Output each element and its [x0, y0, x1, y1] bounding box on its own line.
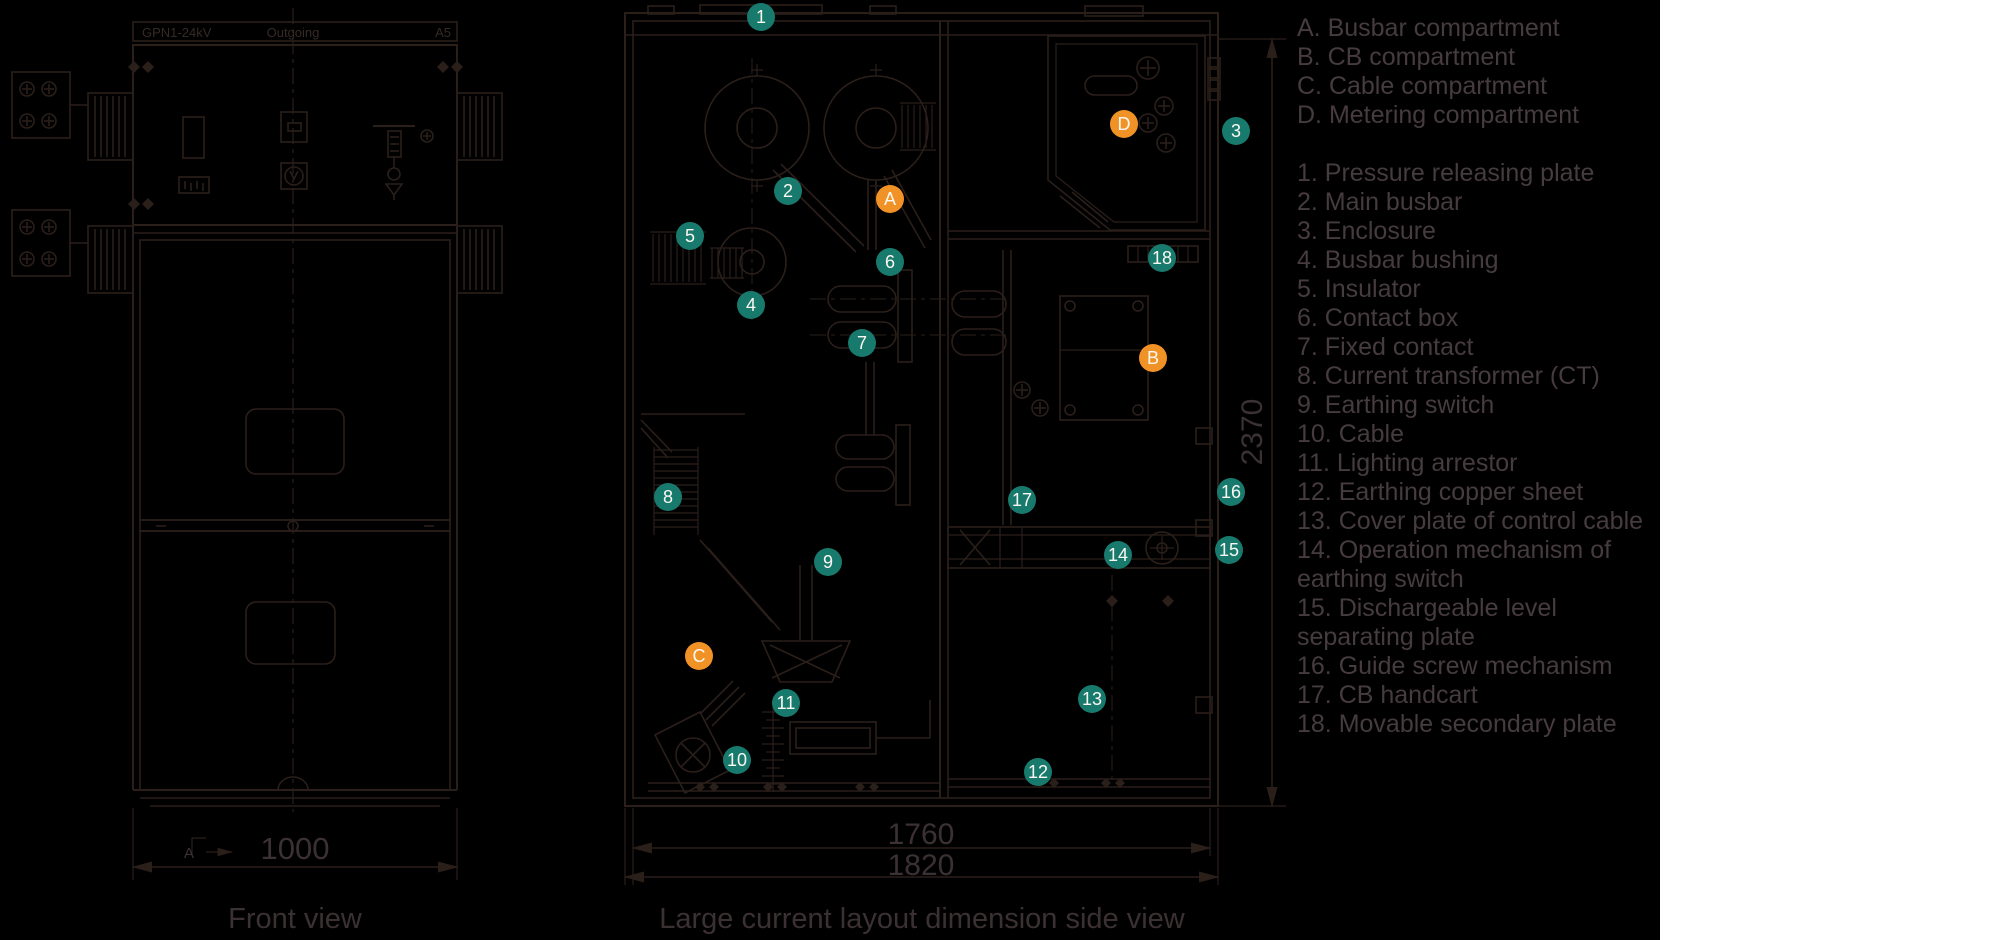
part-marker-11: 11 — [772, 689, 800, 717]
part-marker-16: 16 — [1217, 478, 1245, 506]
part-marker-10: 10 — [723, 746, 751, 774]
legend-compartment-item: D. Metering compartment — [1297, 101, 1580, 129]
part-marker-14: 14 — [1104, 541, 1132, 569]
part-marker-8: 8 — [654, 483, 682, 511]
part-marker-4: 4 — [737, 291, 765, 319]
legend-spacer — [1297, 130, 1665, 159]
legend-part-item: 5. Insulator — [1297, 275, 1421, 303]
legend-part-item: 10. Cable — [1297, 420, 1405, 448]
part-marker-D: D — [1110, 110, 1138, 138]
part-marker-A: A — [876, 185, 904, 213]
front-view-caption: Front view — [228, 903, 362, 935]
legend-part-item: 8. Current transformer (CT) — [1297, 362, 1600, 390]
side-view-drawing — [623, 4, 1286, 885]
technical-drawing — [11, 4, 1286, 885]
side-inner-width-dimension: 1760 — [887, 818, 955, 851]
part-marker-15: 15 — [1215, 536, 1243, 564]
legend-part-item: 16. Guide screw mechanism — [1297, 652, 1613, 680]
legend-part-item: 2. Main busbar — [1297, 188, 1463, 216]
side-height-dimension: 2370 — [1236, 398, 1269, 466]
part-marker-12: 12 — [1024, 758, 1052, 786]
front-view-code-label: A5 — [435, 25, 451, 40]
legend-compartment-item: B. CB compartment — [1297, 43, 1516, 71]
part-marker-B: B — [1139, 344, 1167, 372]
front-width-dimension: 1000 — [260, 831, 330, 866]
part-marker-7: 7 — [848, 329, 876, 357]
part-marker-6: 6 — [876, 248, 904, 276]
legend-part-item: 6. Contact box — [1297, 304, 1459, 332]
part-marker-13: 13 — [1078, 685, 1106, 713]
side-outer-width-dimension: 1820 — [887, 849, 955, 882]
part-marker-18: 18 — [1148, 244, 1176, 272]
legend-part-item: 17. CB handcart — [1297, 681, 1478, 709]
part-marker-1: 1 — [747, 3, 775, 31]
front-view-drawing — [11, 8, 503, 880]
legend-part-item: 15. Dischargeable level separating plate — [1297, 594, 1557, 651]
part-marker-3: 3 — [1222, 117, 1250, 145]
part-marker-9: 9 — [814, 548, 842, 576]
front-view-type-label: Outgoing — [266, 25, 320, 40]
side-view-caption: Large current layout dimension side view — [659, 903, 1185, 935]
section-marker-label: A — [184, 845, 195, 862]
legend-part-item: 3. Enclosure — [1297, 217, 1436, 245]
legend-part-item: 9. Earthing switch — [1297, 391, 1495, 419]
legend-part-item: 14. Operation mechanism of earthing swit… — [1297, 536, 1612, 593]
legend-part-item: 18. Movable secondary plate — [1297, 710, 1617, 738]
part-marker-17: 17 — [1008, 486, 1036, 514]
front-view-model-label: GPN1-24kV — [142, 25, 212, 40]
legend-part-item: 4. Busbar bushing — [1297, 246, 1499, 274]
legend-part-item: 11. Lighting arrestor — [1297, 449, 1518, 477]
legend-part-item: 7. Fixed contact — [1297, 333, 1474, 361]
legend-compartment-item: C. Cable compartment — [1297, 72, 1548, 100]
legend-part-item: 12. Earthing copper sheet — [1297, 478, 1584, 506]
part-marker-2: 2 — [774, 177, 802, 205]
part-marker-C: C — [685, 642, 713, 670]
legend-part-item: 1. Pressure releasing plate — [1297, 159, 1595, 187]
part-marker-5: 5 — [676, 222, 704, 250]
legend-part-item: 13. Cover plate of control cable — [1297, 507, 1644, 535]
legend-compartment-item: A. Busbar compartment — [1297, 14, 1560, 42]
